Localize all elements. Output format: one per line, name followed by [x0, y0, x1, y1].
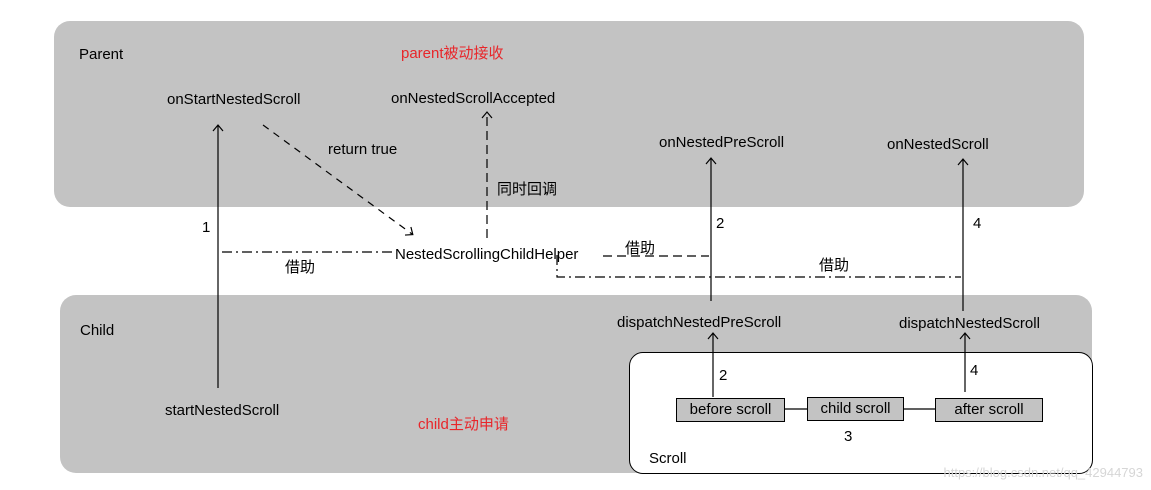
step-1-label: 1	[202, 219, 211, 236]
step-2-upper-label: 2	[716, 215, 725, 232]
helper-label: NestedScrollingChildHelper	[395, 246, 579, 263]
on-nested-pre-scroll-label: onNestedPreScroll	[659, 134, 785, 151]
scroll-title: Scroll	[649, 450, 687, 467]
on-nested-scroll-label: onNestedScroll	[887, 136, 989, 153]
borrow-left-label: 借助	[285, 259, 316, 276]
child-scroll-box: child scroll	[807, 397, 904, 421]
parent-passive-note: parent被动接收	[401, 45, 504, 62]
on-nested-scroll-accepted-label: onNestedScrollAccepted	[391, 90, 556, 107]
step-4-lower-label: 4	[970, 362, 979, 379]
before-scroll-box: before scroll	[676, 398, 785, 422]
step-2-lower-label: 2	[719, 367, 728, 384]
child-title: Child	[80, 322, 115, 339]
parent-panel	[54, 21, 1084, 207]
return-true-label: return true	[328, 141, 398, 158]
parent-title: Parent	[79, 46, 124, 63]
after-scroll-box: after scroll	[935, 398, 1043, 422]
on-start-nested-scroll-label: onStartNestedScroll	[167, 91, 301, 108]
child-active-note: child主动申请	[418, 416, 509, 433]
line-borrow-right	[556, 255, 961, 278]
arrow-return-true	[262, 124, 414, 236]
watermark: https://blog.csdn.net/qq_42944793	[943, 465, 1144, 480]
step-3-label: 3	[844, 428, 853, 445]
dispatch-nested-scroll-label: dispatchNestedScroll	[899, 315, 1040, 332]
start-nested-scroll-label: startNestedScroll	[165, 402, 280, 419]
borrow-mid-label: 借助	[625, 240, 656, 257]
step-4-upper-label: 4	[973, 215, 982, 232]
simultaneous-callback-label: 同时回调	[497, 181, 558, 198]
dispatch-nested-pre-scroll-label: dispatchNestedPreScroll	[617, 314, 782, 331]
borrow-right-label: 借助	[819, 257, 850, 274]
